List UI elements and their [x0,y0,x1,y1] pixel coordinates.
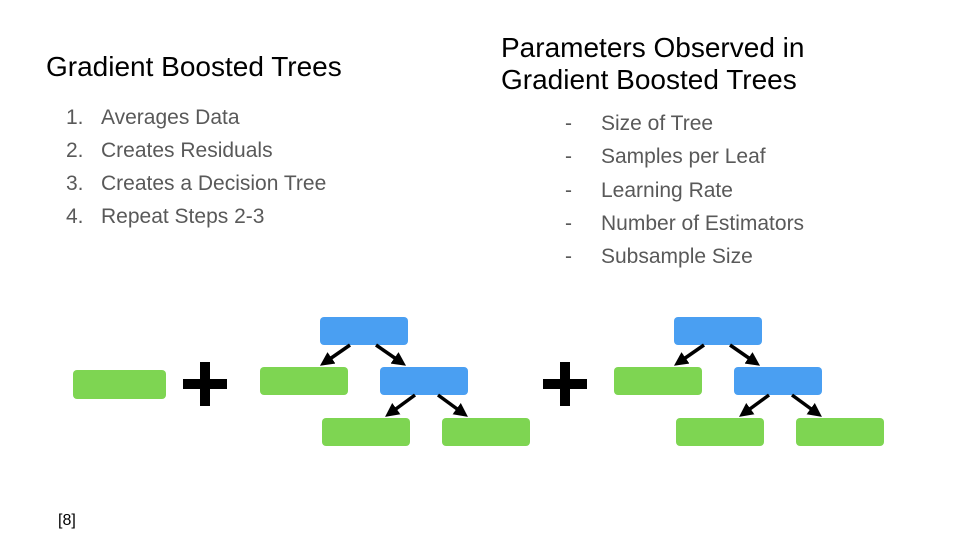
step-text: Repeat Steps 2-3 [101,205,265,228]
step-number: 2. [66,139,84,162]
right-title-line-1: Parameters Observed in [501,32,805,63]
param-text: Learning Rate [601,178,733,202]
leaf-node [442,418,530,446]
arrow [729,343,761,366]
citation: [8] [58,512,76,529]
arrow [385,393,417,417]
leaf-node [614,367,702,395]
bullet-dash: - [565,245,572,269]
step-text: Averages Data [101,106,240,129]
bullet-dash: - [565,145,572,169]
initial-average-leaf [73,370,166,399]
step-number: 1. [66,106,84,129]
internal-node [380,367,468,395]
step-number: 4. [66,205,84,228]
arrow [790,393,822,417]
plus-operator [543,362,587,406]
leaf-node [322,418,410,446]
param-text: Subsample Size [601,245,753,269]
param-text: Size of Tree [601,112,714,135]
arrow [319,343,351,366]
root-node [320,317,408,345]
right-title-line-2: Gradient Boosted Trees [501,64,797,95]
param-text: Samples per Leaf [601,145,766,169]
arrow [739,393,771,417]
leaf-node [676,418,764,446]
right-title: Parameters Observed in Gradient Boosted … [501,32,804,96]
leaf-node [796,418,884,446]
internal-node [734,367,822,395]
arrow [436,393,468,417]
root-node [674,317,762,345]
arrow [673,343,705,366]
arrow [375,343,407,366]
left-title: Gradient Boosted Trees [46,51,342,82]
bullet-dash: - [565,178,572,202]
step-number: 3. [66,172,84,195]
step-text: Creates Residuals [101,139,273,162]
bullet-dash: - [565,211,572,235]
param-text: Number of Estimators [601,211,805,235]
bullet-dash: - [565,112,572,135]
step-text: Creates a Decision Tree [101,172,327,195]
leaf-node [260,367,348,395]
plus-operator [183,362,227,406]
